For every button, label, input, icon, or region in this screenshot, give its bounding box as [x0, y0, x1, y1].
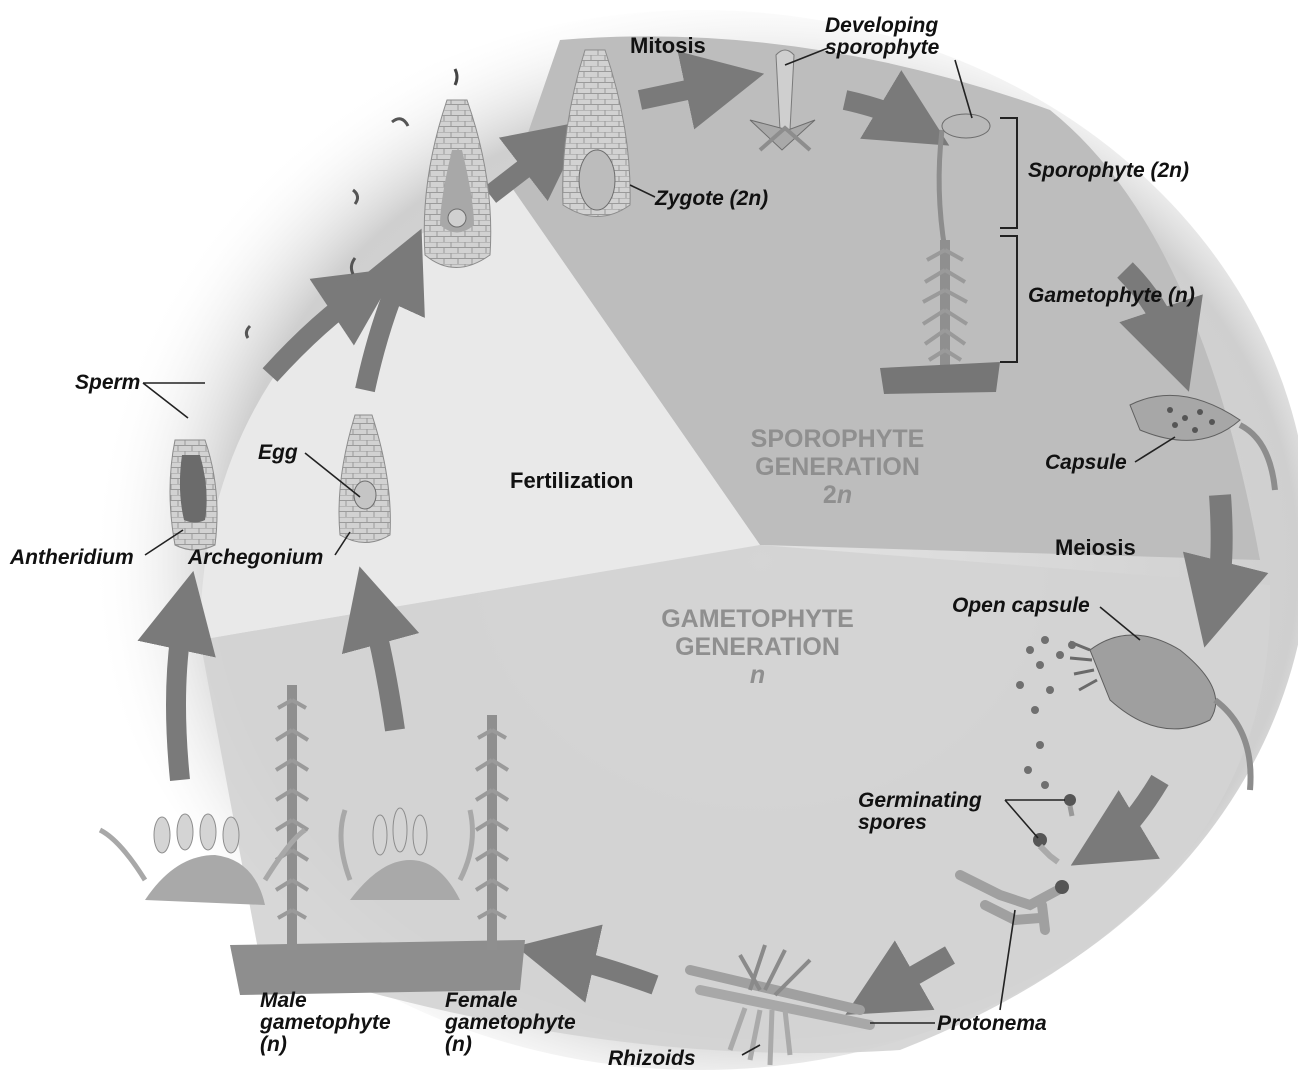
label-sporophyte-2n: Sporophyte (2n): [1028, 160, 1189, 182]
label-gametophyte-n: Gametophyte (n): [1028, 285, 1195, 307]
sporophyte-generation-line2: GENERATION: [730, 453, 945, 481]
gametophyte-generation-line2: GENERATION: [645, 633, 870, 661]
label-female-gametophyte-line2: gametophyte: [445, 1012, 576, 1034]
arrow-male-up: [176, 610, 185, 780]
sporophyte-ploidy-number: 2: [823, 481, 837, 509]
label-archegonium: Archegonium: [188, 547, 323, 569]
label-male-gametophyte: Male gametophyte (n): [260, 990, 391, 1056]
label-capsule: Capsule: [1045, 452, 1127, 474]
label-open-capsule: Open capsule: [952, 595, 1090, 617]
label-developing-sporophyte-line1: Developing: [825, 15, 939, 37]
gametophyte-generation-label: GAMETOPHYTE GENERATION n: [645, 605, 870, 689]
label-developing-sporophyte-line2: sporophyte: [825, 37, 939, 59]
label-male-gametophyte-line3: (n): [260, 1034, 391, 1056]
label-male-gametophyte-line2: gametophyte: [260, 1012, 391, 1034]
label-fertilization: Fertilization: [510, 470, 633, 492]
arrow-meiosis: [1215, 495, 1222, 605]
label-female-gametophyte: Female gametophyte (n): [445, 990, 576, 1056]
sporophyte-ploidy-letter: n: [837, 481, 852, 509]
gametophyte-generation-line1: GAMETOPHYTE: [645, 605, 870, 633]
label-germinating-spores-line2: spores: [858, 812, 982, 834]
label-protonema: Protonema: [937, 1013, 1047, 1035]
label-antheridium: Antheridium: [10, 547, 134, 569]
label-meiosis: Meiosis: [1055, 537, 1136, 559]
gametophyte-ploidy: n: [645, 661, 870, 689]
label-sperm: Sperm: [75, 372, 140, 394]
label-germinating-spores-line1: Germinating: [858, 790, 982, 812]
label-male-gametophyte-line1: Male: [260, 990, 391, 1012]
label-mitosis: Mitosis: [630, 35, 706, 57]
label-developing-sporophyte: Developing sporophyte: [825, 15, 939, 59]
label-rhizoids: Rhizoids: [608, 1048, 696, 1070]
sporophyte-generation-line1: SPOROPHYTE: [730, 425, 945, 453]
sporophyte-generation-label: SPOROPHYTE GENERATION 2n: [730, 425, 945, 509]
label-egg: Egg: [258, 442, 298, 464]
label-female-gametophyte-line1: Female: [445, 990, 576, 1012]
label-female-gametophyte-line3: (n): [445, 1034, 576, 1056]
label-zygote: Zygote (2n): [655, 188, 768, 210]
label-germinating-spores: Germinating spores: [858, 790, 982, 834]
sporophyte-ploidy: 2n: [730, 481, 945, 509]
